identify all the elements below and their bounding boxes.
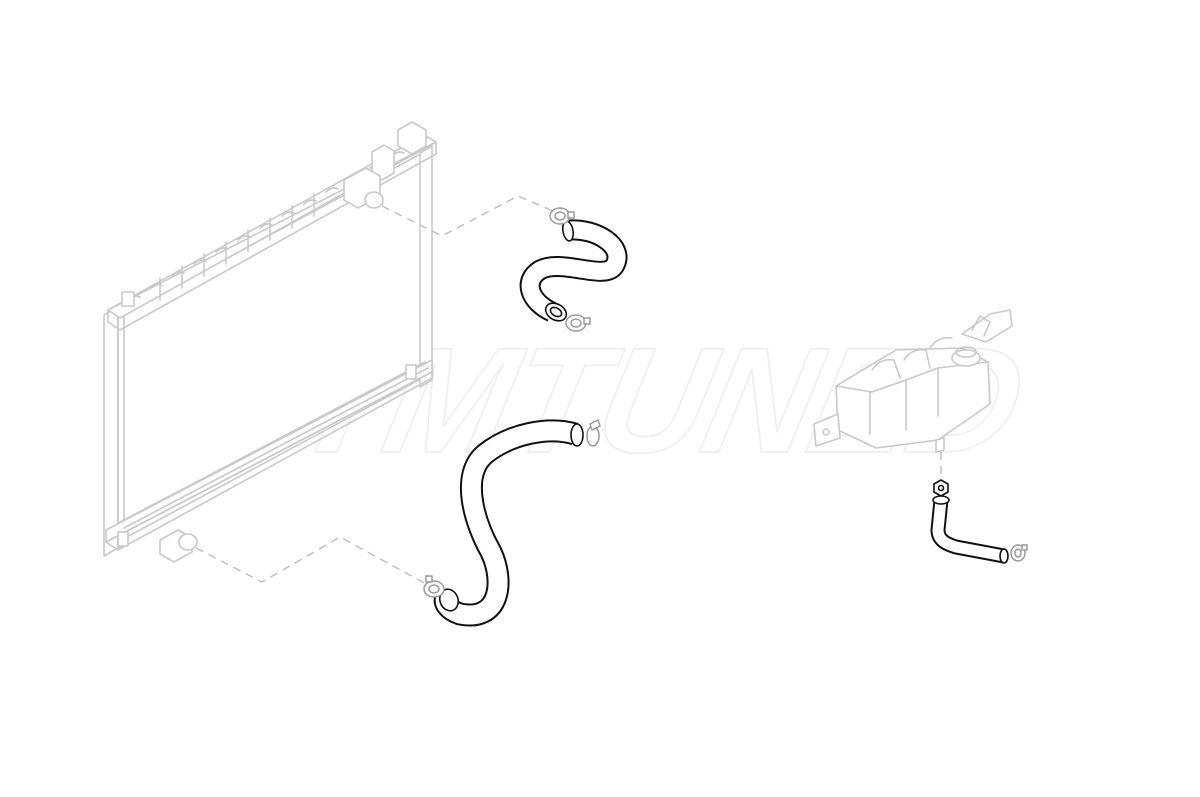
- upper-radiator-hose: [519, 219, 628, 322]
- lower-radiator-hose: [433, 419, 584, 627]
- lower-hose-end-top: [570, 423, 584, 447]
- lower-hose-clamp-top: [586, 418, 601, 447]
- radiator-cap-mount: [397, 121, 427, 155]
- expansion-tank-hose-fitting: [933, 479, 949, 497]
- lower-hose-clamp-bottom: [423, 575, 445, 598]
- upper-hose-clamp-bottom: [565, 314, 591, 332]
- expansion-tank-bracket: [961, 309, 1013, 343]
- lower-leader-line: [195, 536, 429, 586]
- upper-leader-line: [381, 195, 561, 237]
- expansion-hose-end: [999, 548, 1009, 564]
- radiator-core: [111, 149, 429, 546]
- expansion-hose-clamp: [1010, 544, 1028, 562]
- expansion-tank: [813, 309, 1013, 478]
- expansion-tank-cap: [951, 349, 981, 367]
- expansion-tank-foot: [813, 413, 841, 447]
- radiator-side-tank: [103, 306, 119, 557]
- radiator-right-tank: [419, 145, 433, 388]
- radiator: [103, 121, 437, 563]
- lower-hose-end-bottom: [438, 588, 460, 612]
- upper-hose-clamp-top: [549, 207, 575, 225]
- expansion-tank-hose: [930, 495, 1009, 564]
